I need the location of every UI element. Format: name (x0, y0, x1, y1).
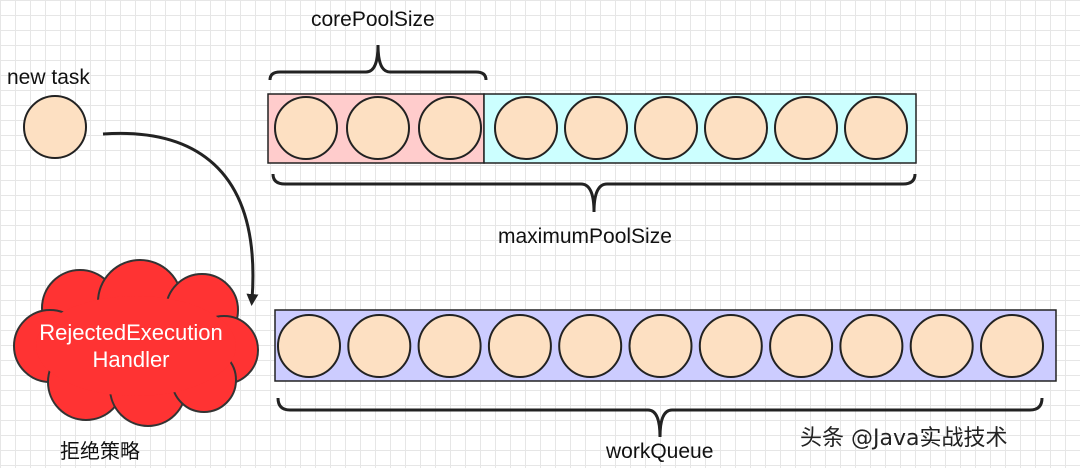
queue-slot-circles (277, 314, 1044, 378)
queue-task-circle (487, 314, 552, 378)
work-queue-brace (276, 397, 1044, 438)
work-queue-label: workQueue (606, 440, 714, 463)
reject-arrow (102, 131, 259, 306)
non-core-thread-circle (844, 96, 908, 160)
queue-task-circle (909, 314, 974, 378)
queue-task-circle (698, 314, 763, 378)
non-core-thread-circle (564, 96, 628, 160)
non-core-thread-circle (774, 96, 838, 160)
queue-task-circle (839, 314, 904, 378)
pool-thread-circles (274, 96, 908, 160)
maximum-pool-size-label: maximumPoolSize (498, 225, 672, 248)
core-thread-circle (418, 96, 482, 160)
rejected-handler-line2: Handler (92, 347, 170, 372)
queue-task-circle (980, 314, 1044, 378)
non-core-thread-circle (494, 96, 558, 160)
core-pool-size-label: corePoolSize (311, 8, 435, 31)
new-task-circle (23, 95, 87, 159)
watermark-text: 头条 @Java实战技术 (800, 426, 1008, 451)
core-pool-brace (268, 44, 488, 81)
core-thread-circle (274, 96, 338, 160)
rejected-handler-text: RejectedExecution Handler (0, 322, 262, 371)
non-core-thread-circle (634, 96, 698, 160)
queue-task-circle (417, 314, 482, 378)
maximum-pool-brace (271, 173, 917, 213)
core-thread-circle (346, 96, 410, 160)
non-core-thread-circle (704, 96, 768, 160)
new-task-label: new task (7, 66, 90, 89)
rejected-handler-cloud-fill (36, 296, 236, 396)
queue-task-circle (558, 314, 623, 378)
queue-task-circle (769, 314, 834, 378)
queue-task-circle (277, 314, 341, 378)
queue-task-circle (628, 314, 693, 378)
queue-task-circle (347, 314, 412, 378)
reject-policy-label: 拒绝策略 (60, 439, 140, 463)
rejected-handler-line1: RejectedExecution (39, 320, 223, 345)
